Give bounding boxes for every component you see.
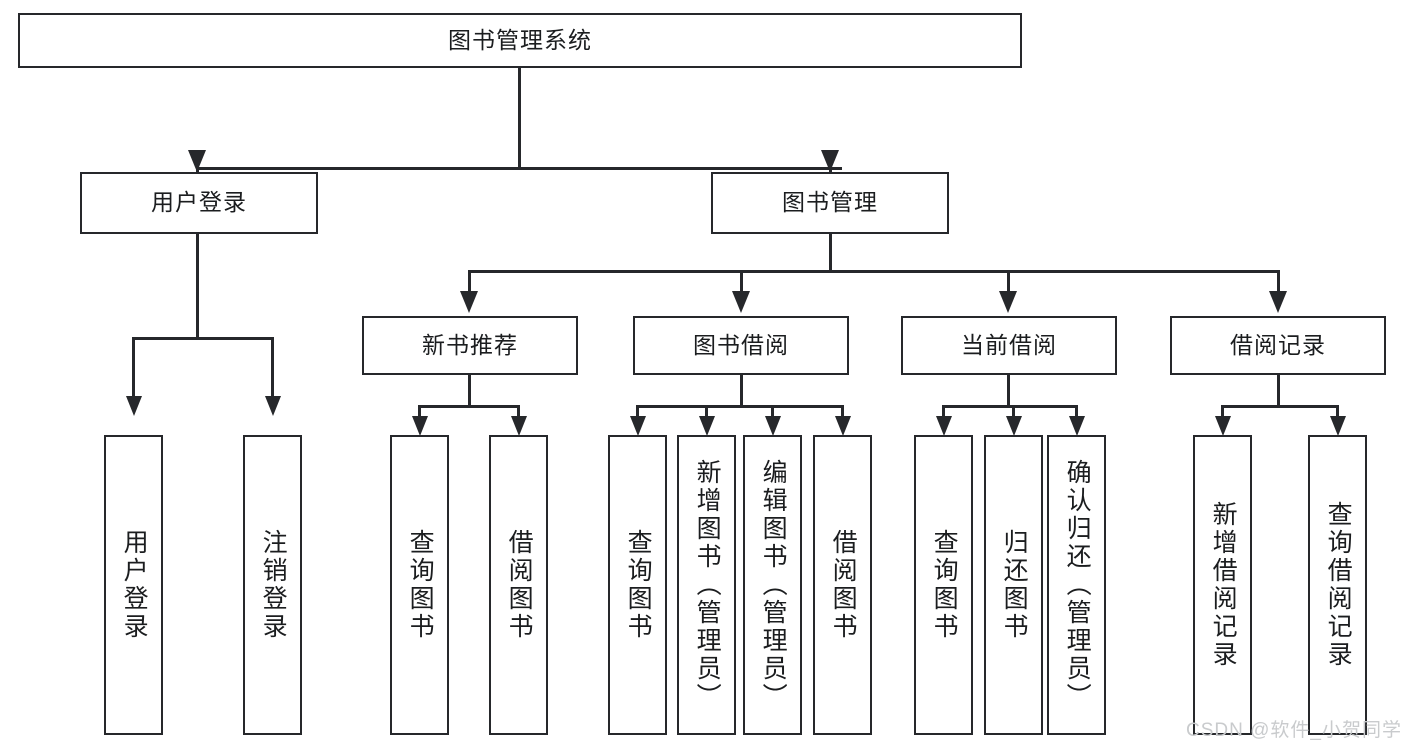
edge-nbr-l2 bbox=[517, 405, 520, 417]
node-leaf-user-login[interactable]: 用户登录 bbox=[104, 435, 163, 735]
node-leaf-add-book[interactable]: 新增图书（管理员） bbox=[677, 435, 736, 735]
arrow-to-leaf-logout-login bbox=[265, 396, 281, 416]
node-leaf-query-book-2[interactable]: 查询图书 bbox=[608, 435, 667, 735]
watermark: CSDN @软件_小贺同学 bbox=[1186, 720, 1402, 741]
node-new-book-recommend[interactable]: 新书推荐 bbox=[362, 316, 578, 375]
node-borrow-record[interactable]: 借阅记录 bbox=[1170, 316, 1386, 375]
node-leaf-confirm-return[interactable]: 确认归还（管理员） bbox=[1047, 435, 1106, 735]
edge-bm-c2 bbox=[740, 270, 743, 292]
node-leaf-edit-book-label: 编辑图书（管理员） bbox=[759, 459, 788, 711]
edge-cb-stem bbox=[1007, 375, 1010, 408]
node-leaf-query-record[interactable]: 查询借阅记录 bbox=[1308, 435, 1367, 735]
edge-book-management-stem bbox=[829, 233, 832, 273]
edge-bb-distributor bbox=[636, 405, 844, 408]
edge-user-login-stem bbox=[196, 233, 199, 340]
node-current-borrow[interactable]: 当前借阅 bbox=[901, 316, 1117, 375]
node-user-login[interactable]: 用户登录 bbox=[80, 172, 318, 234]
node-root[interactable]: 图书管理系统 bbox=[18, 13, 1022, 68]
edge-cb-l3 bbox=[1075, 405, 1078, 417]
node-book-borrow[interactable]: 图书借阅 bbox=[633, 316, 849, 375]
arrow-to-user-login bbox=[188, 150, 206, 172]
edge-bm-c1 bbox=[468, 270, 471, 292]
edge-bm-c4 bbox=[1277, 270, 1280, 292]
arrow-to-book-borrow bbox=[732, 291, 750, 313]
edge-bb-l2 bbox=[705, 405, 708, 417]
edge-br-l1 bbox=[1221, 405, 1224, 417]
arrow-to-leaf-add-book bbox=[699, 416, 715, 436]
arrow-to-current-borrow bbox=[999, 291, 1017, 313]
edge-cb-distributor bbox=[942, 405, 1078, 408]
node-leaf-query-record-label: 查询借阅记录 bbox=[1324, 501, 1353, 669]
node-leaf-query-book-3[interactable]: 查询图书 bbox=[914, 435, 973, 735]
node-leaf-logout-login[interactable]: 注销登录 bbox=[243, 435, 302, 735]
arrow-to-leaf-borrow-book-2 bbox=[835, 416, 851, 436]
arrow-to-leaf-add-record bbox=[1215, 416, 1231, 436]
edge-bb-l4 bbox=[841, 405, 844, 417]
edge-nbr-distributor bbox=[418, 405, 520, 408]
arrow-to-book-management bbox=[821, 150, 839, 172]
node-leaf-logout-login-label: 注销登录 bbox=[259, 529, 288, 641]
edge-bb-l3 bbox=[771, 405, 774, 417]
node-leaf-borrow-book-1[interactable]: 借阅图书 bbox=[489, 435, 548, 735]
arrow-to-leaf-query-book-3 bbox=[936, 416, 952, 436]
arrow-to-leaf-query-book-1 bbox=[412, 416, 428, 436]
edge-bm-c3 bbox=[1007, 270, 1010, 292]
edge-br-stem bbox=[1277, 375, 1280, 408]
arrow-to-leaf-user-login bbox=[126, 396, 142, 416]
node-current-borrow-label: 当前借阅 bbox=[961, 331, 1057, 358]
node-leaf-borrow-book-1-label: 借阅图书 bbox=[505, 529, 534, 641]
edge-book-management-distributor bbox=[468, 270, 1280, 273]
node-leaf-edit-book[interactable]: 编辑图书（管理员） bbox=[743, 435, 802, 735]
edge-nbr-l1 bbox=[418, 405, 421, 417]
arrow-to-borrow-record bbox=[1269, 291, 1287, 313]
arrow-to-leaf-query-record bbox=[1330, 416, 1346, 436]
edge-root-stem bbox=[518, 67, 521, 169]
node-leaf-query-book-3-label: 查询图书 bbox=[930, 529, 959, 641]
edge-bb-l1 bbox=[636, 405, 639, 417]
edge-bb-stem bbox=[740, 375, 743, 408]
node-leaf-borrow-book-2-label: 借阅图书 bbox=[829, 529, 858, 641]
edge-cb-l2 bbox=[1012, 405, 1015, 417]
node-leaf-add-record-label: 新增借阅记录 bbox=[1209, 501, 1238, 669]
edge-user-login-right bbox=[271, 337, 274, 397]
node-book-borrow-label: 图书借阅 bbox=[693, 331, 789, 358]
node-leaf-user-login-label: 用户登录 bbox=[120, 529, 149, 641]
node-book-management-label: 图书管理 bbox=[782, 189, 878, 216]
arrow-to-leaf-return-book bbox=[1006, 416, 1022, 436]
node-leaf-add-book-label: 新增图书（管理员） bbox=[693, 459, 722, 711]
node-leaf-confirm-return-label: 确认归还（管理员） bbox=[1063, 459, 1092, 711]
arrow-to-new-book-recommend bbox=[460, 291, 478, 313]
node-leaf-query-book-1-label: 查询图书 bbox=[406, 529, 435, 641]
edge-user-login-distributor bbox=[132, 337, 274, 340]
node-leaf-return-book-label: 归还图书 bbox=[1000, 529, 1029, 641]
arrow-to-leaf-edit-book bbox=[765, 416, 781, 436]
node-leaf-query-book-1[interactable]: 查询图书 bbox=[390, 435, 449, 735]
edge-br-distributor bbox=[1221, 405, 1339, 408]
node-new-book-recommend-label: 新书推荐 bbox=[422, 331, 518, 358]
edge-cb-l1 bbox=[942, 405, 945, 417]
arrow-to-leaf-query-book-2 bbox=[630, 416, 646, 436]
edge-user-login-left bbox=[132, 337, 135, 397]
node-leaf-query-book-2-label: 查询图书 bbox=[624, 529, 653, 641]
node-user-login-label: 用户登录 bbox=[151, 189, 247, 216]
node-leaf-return-book[interactable]: 归还图书 bbox=[984, 435, 1043, 735]
arrow-to-leaf-confirm-return bbox=[1069, 416, 1085, 436]
node-book-management[interactable]: 图书管理 bbox=[711, 172, 949, 234]
arrow-to-leaf-borrow-book-1 bbox=[511, 416, 527, 436]
node-leaf-borrow-book-2[interactable]: 借阅图书 bbox=[813, 435, 872, 735]
node-root-label: 图书管理系统 bbox=[448, 26, 592, 53]
node-leaf-add-record[interactable]: 新增借阅记录 bbox=[1193, 435, 1252, 735]
edge-nbr-stem bbox=[468, 375, 471, 408]
node-borrow-record-label: 借阅记录 bbox=[1230, 331, 1326, 358]
edge-root-distributor bbox=[196, 167, 842, 170]
edge-br-l2 bbox=[1336, 405, 1339, 417]
